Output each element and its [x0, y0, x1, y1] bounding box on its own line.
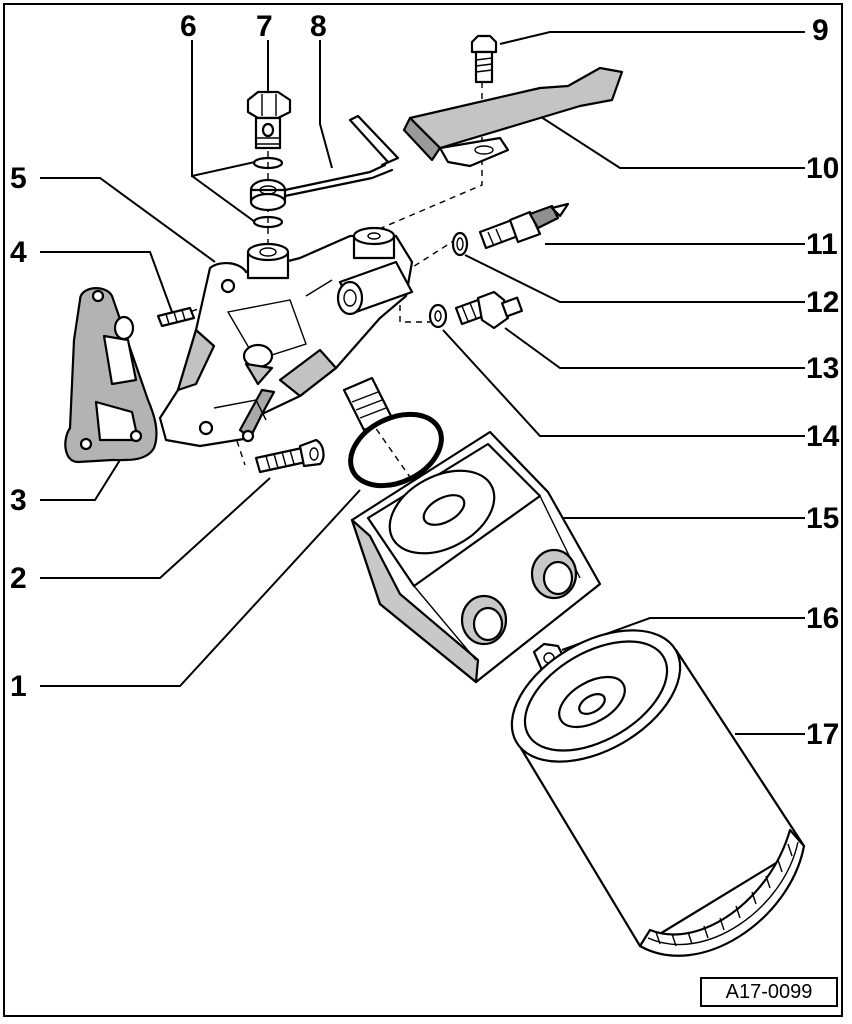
leader-lines: [40, 31, 805, 735]
callout-10: 10: [806, 152, 839, 185]
bracket-bolt: [470, 34, 498, 84]
callout-14: 14: [806, 420, 840, 453]
oil-pressure-switch-1: [478, 202, 570, 250]
diagram-frame: [3, 3, 843, 1017]
breather-pipe: [249, 114, 400, 212]
gasket: [64, 287, 158, 464]
sealing-washer-2: [428, 303, 448, 329]
callout-4: 4: [10, 236, 27, 269]
callout-12: 12: [806, 286, 839, 319]
leader-8: [319, 40, 333, 169]
stud-bolt: [156, 306, 196, 328]
leader-1: [40, 489, 361, 687]
leader-6b: [191, 175, 256, 223]
leader-9: [499, 31, 805, 45]
callout-6: 6: [180, 10, 197, 43]
filter-grip-ridges: [655, 843, 793, 947]
oil-pressure-switch-2: [454, 290, 524, 330]
leader-2: [40, 477, 271, 579]
callout-5: 5: [10, 162, 27, 195]
callout-1: 1: [10, 670, 27, 703]
oil-filter: [510, 629, 806, 957]
leader-10: [537, 114, 805, 169]
bracket: [402, 66, 624, 168]
callout-labels: 1 2 3 4 5 6 7 8 9 10 11 12 13 14 15 16 1…: [10, 10, 840, 751]
callout-16: 16: [806, 602, 839, 635]
leader-4: [40, 251, 173, 313]
callout-13: 13: [806, 352, 839, 385]
callout-2: 2: [10, 562, 27, 595]
callout-7: 7: [256, 10, 273, 43]
seal-rings: [252, 156, 284, 229]
leader-3: [40, 459, 121, 501]
leader-12: [464, 254, 805, 303]
callout-17: 17: [806, 718, 839, 751]
callout-3: 3: [10, 484, 27, 517]
callout-11: 11: [806, 228, 838, 261]
callout-9: 9: [812, 14, 829, 47]
callout-8: 8: [310, 10, 327, 43]
oil-cooler: [350, 430, 602, 684]
reference-code-label: A17-0099: [700, 977, 838, 1007]
oil-filter-bracket: [158, 226, 414, 448]
sealing-washer-1: [451, 231, 469, 257]
leader-5: [40, 177, 216, 263]
leader-14: [442, 329, 805, 437]
o-ring: [348, 411, 444, 489]
leader-13: [504, 327, 805, 369]
banjo-bolt: [246, 90, 292, 150]
callout-15: 15: [806, 502, 839, 535]
leader-6a: [191, 40, 256, 178]
bracket-mounting-bolt: [254, 438, 325, 474]
